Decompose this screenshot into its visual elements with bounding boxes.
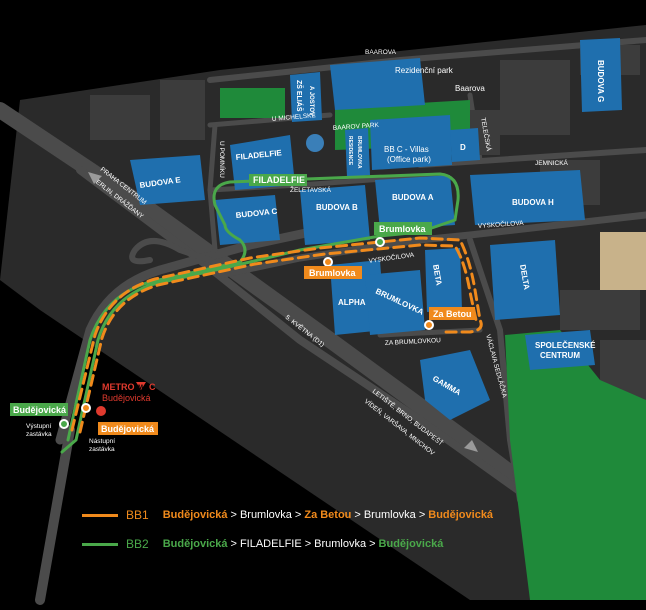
label-vystupni: Výstupní xyxy=(26,423,51,430)
legend-separator: > xyxy=(230,509,237,521)
label-a-jostov: A JOSTOV xyxy=(308,86,314,116)
legend-bb1-route: Budějovická>Brumlovka>Za Betou>Brumlovka… xyxy=(163,509,493,521)
stop-brumlovka-green-marker xyxy=(375,237,385,247)
label-zs-elias: ZŠ ELIÁŠ xyxy=(295,80,304,112)
street-za-brumlovkou: ZA BRUMLOVKOU xyxy=(385,337,442,347)
label-baarova-bldg: Baarova xyxy=(455,84,485,93)
legend-stop: Budějovická xyxy=(378,538,444,550)
legend-separator: > xyxy=(418,509,426,521)
legend-separator: > xyxy=(230,538,237,550)
legend-separator: > xyxy=(369,538,376,550)
legend-separator: > xyxy=(294,509,302,521)
label-budova-g: BUDOVA G xyxy=(596,60,605,102)
legend-stop: Brumlovka xyxy=(363,509,416,521)
stop-budejovicka-board-marker xyxy=(81,403,91,413)
label-nastupni: Nástupní xyxy=(89,438,115,445)
stop-brumlovka-orange-marker xyxy=(323,257,333,267)
label-beta: BETA xyxy=(431,264,444,287)
tag-brumlovka-green: Brumlovka xyxy=(379,224,427,234)
legend-separator: > xyxy=(354,509,361,521)
metro-line-c: C xyxy=(149,382,156,392)
metro-logo-m: M xyxy=(138,385,143,391)
legend-stop: Budějovická xyxy=(428,509,494,521)
tag-filadelfie: FILADELFIE xyxy=(253,175,305,185)
label-metro-budejovicka: Budějovická xyxy=(102,393,151,403)
legend-stop: Za Betou xyxy=(304,509,352,521)
stop-budejovicka-exit-marker xyxy=(59,419,69,429)
arrow-northwest-icon xyxy=(88,172,102,184)
beige-building xyxy=(600,232,646,290)
parks xyxy=(220,88,646,600)
legend-bb2-route: Budějovická>FILADELFIE>Brumlovka>Budějov… xyxy=(163,538,444,550)
label-budova-a: BUDOVA A xyxy=(392,193,434,202)
building-labels: BUDOVA E FILADELFIE BUDOVA C BUDOVA B BU… xyxy=(139,60,605,397)
route-bb1 xyxy=(70,236,483,434)
legend-bb2-code: BB2 xyxy=(126,537,149,551)
label-spolecenske: SPOLEČENSKÉ xyxy=(535,341,596,350)
pond xyxy=(306,134,324,152)
label-delta: DELTA xyxy=(518,264,531,291)
legend-stop: FILADELFIE xyxy=(239,538,302,550)
direction-arrows xyxy=(88,172,478,452)
tag-brumlovka-orange: Brumlovka xyxy=(309,268,357,278)
street-baarov-park: BAAROV PARK xyxy=(333,122,380,132)
legend-separator: > xyxy=(304,538,312,550)
label-budova-c: BUDOVA C xyxy=(235,207,278,220)
label-bb-c-villas: BB C - Villas xyxy=(384,145,429,154)
legend-stop: Brumlovka xyxy=(239,509,292,521)
street-baarova: BAAROVA xyxy=(365,49,397,56)
tag-budejovicka-green: Budějovická xyxy=(13,405,67,415)
legend-stop: Brumlovka xyxy=(314,538,367,550)
legend-bb1: BB1 Budějovická>Brumlovka>Za Betou>Bruml… xyxy=(82,508,493,522)
street-jemnicka: JEMNICKÁ xyxy=(535,158,569,167)
legend-bb2: BB2 Budějovická>FILADELFIE>Brumlovka>Bud… xyxy=(82,537,443,551)
stop-tags: FILADELFIE Brumlovka Brumlovka Za Betou … xyxy=(10,174,475,453)
legend-stop: Budějovická xyxy=(162,509,228,521)
label-nastupni-zastavka: zastávka xyxy=(89,446,115,453)
label-vystupni-zastavka: zastávka xyxy=(26,431,52,438)
legend-bb1-line xyxy=(82,513,118,517)
label-residence-brumlovka: BRUMLOVKA xyxy=(356,136,362,169)
label-d: D xyxy=(460,143,466,152)
arrow-southeast-icon xyxy=(464,440,478,452)
label-alpha: ALPHA xyxy=(338,298,366,307)
legend-bb1-code: BB1 xyxy=(126,508,149,522)
label-budova-b: BUDOVA B xyxy=(316,203,358,212)
metro-marker xyxy=(96,406,106,416)
stop-za-betou-marker xyxy=(424,320,434,330)
label-residence: RESIDENCE xyxy=(347,136,353,166)
label-budova-h: BUDOVA H xyxy=(512,198,554,207)
legend-stop: Budějovická xyxy=(162,538,228,550)
label-centrum: CENTRUM xyxy=(540,351,580,360)
label-metro: METRO xyxy=(102,382,135,392)
label-office-park: (Office park) xyxy=(387,155,431,164)
street-zeletavska: ŽELETAVSKÁ xyxy=(290,185,332,194)
metro-m-icon xyxy=(136,382,146,390)
street-u-pomniku: U POMNÍKU xyxy=(218,141,227,178)
other-buildings xyxy=(90,45,646,420)
tag-budejovicka-orange: Budějovická xyxy=(101,424,155,434)
legend-bb2-line xyxy=(82,542,118,546)
tag-za-betou: Za Betou xyxy=(433,309,472,319)
label-rezidencni-park: Rezidenční park xyxy=(395,66,454,75)
